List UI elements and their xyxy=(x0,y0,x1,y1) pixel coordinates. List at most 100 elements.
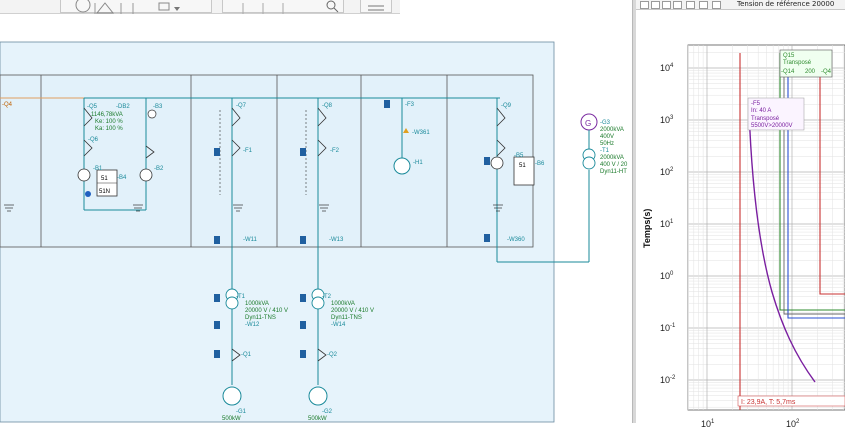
breaker-q5-icon xyxy=(83,107,93,127)
breaker-q2-icon xyxy=(317,348,327,362)
w361-label: -W361 xyxy=(412,130,430,136)
q1-label: -Q1 xyxy=(241,352,252,358)
f5-ratio: 5500V>20000V xyxy=(751,123,793,129)
t2-feeder-coupling: Dyn11-TNS xyxy=(331,315,362,321)
q8-label: -Q8 xyxy=(322,103,333,109)
toolbar-checkbox[interactable] xyxy=(662,1,671,9)
f1-label: -F1 xyxy=(243,148,253,154)
breaker-q1-icon xyxy=(231,348,241,362)
x-tick-label: 101 xyxy=(701,419,715,427)
t2-feeder-label: -T2 xyxy=(322,294,332,300)
y-tick-label: 103 xyxy=(660,115,674,125)
q15-title: Q15 xyxy=(783,53,795,59)
toolbar-checkbox[interactable] xyxy=(686,1,695,9)
toolbar-checkbox[interactable] xyxy=(712,1,721,9)
reference-voltage-label: Tension de référence xyxy=(737,0,810,8)
f2-label: -F2 xyxy=(330,148,340,154)
t1-feeder-label: -T1 xyxy=(236,294,246,300)
power-label: 1146,78kVA xyxy=(91,112,123,118)
q15-annotation-box[interactable] xyxy=(779,49,833,78)
generator-g2-icon[interactable] xyxy=(308,386,328,406)
drawing-tools-group[interactable] xyxy=(60,0,212,14)
f5-transpose: Transposé xyxy=(751,116,780,122)
t1-src-voltage: 400 V / 20 xyxy=(600,162,628,168)
toolbar-checkbox[interactable] xyxy=(640,1,649,9)
earth-icon xyxy=(4,204,14,212)
f5-rating: In: 40 A xyxy=(751,108,771,114)
ke-label: Ke: 100 % xyxy=(95,119,123,125)
earth-icon xyxy=(493,204,503,212)
q15-200: 200 xyxy=(805,69,816,75)
curves-group xyxy=(739,53,845,410)
f3-label: -F3 xyxy=(405,102,415,108)
toolbar-checkbox[interactable] xyxy=(699,1,708,9)
y-tick-label: 104 xyxy=(660,63,674,73)
menu-button[interactable] xyxy=(360,0,392,13)
incomer-section[interactable] xyxy=(77,98,157,212)
b3-label: -B3 xyxy=(153,104,163,110)
switch-b2-icon xyxy=(145,145,155,159)
g3-freq: 50Hz xyxy=(600,141,614,147)
panel-splitter[interactable] xyxy=(632,0,636,423)
menu-icon xyxy=(368,5,384,11)
g2-label: -G2 xyxy=(322,409,333,415)
w14-label: -W14 xyxy=(331,322,346,328)
curve-toolbar: Tension de référence 20000 xyxy=(636,0,845,10)
y-tick-label: 10-1 xyxy=(660,323,676,333)
diagram-canvas[interactable]: -Q4 -Q5 -DB2 1146,78kVA Ke: 100 % Ka: 10 xyxy=(0,14,632,423)
toolbar-checkbox[interactable] xyxy=(651,1,660,9)
y-tick-label: 101 xyxy=(660,219,674,229)
cable-icon xyxy=(300,321,306,329)
t2-feeder-power: 1000kVA xyxy=(331,301,355,307)
cable-icon xyxy=(484,234,490,242)
feeder-section-q8[interactable] xyxy=(300,98,329,406)
series-purple-curve[interactable] xyxy=(748,109,816,383)
toolbar-checkbox[interactable] xyxy=(673,1,682,9)
cable-icon xyxy=(214,294,220,302)
generator-g1-icon[interactable] xyxy=(222,386,242,406)
db2-label: -DB2 xyxy=(116,104,130,110)
cable-icon xyxy=(484,157,490,165)
relay-box-q9[interactable] xyxy=(513,156,535,186)
w12-label: -W12 xyxy=(245,322,260,328)
g3-symbol-icon: G xyxy=(585,119,591,128)
cable-icon xyxy=(214,236,220,244)
drawing-tools-icon xyxy=(75,0,180,14)
y-axis-label: Temps(s) xyxy=(642,209,652,248)
single-line-diagram[interactable]: -Q4 -Q5 -DB2 1146,78kVA Ke: 100 % Ka: 10 xyxy=(0,14,632,423)
motor-section[interactable] xyxy=(384,98,411,175)
cable-icon xyxy=(300,350,306,358)
cable-icon xyxy=(300,294,306,302)
cursor-readout: I: 23,9A, T: 5,7ms xyxy=(741,399,796,406)
relay-51n-label: 51N xyxy=(99,189,110,195)
t2-feeder-voltage: 20000 V / 410 V xyxy=(331,308,374,314)
warning-icon xyxy=(403,128,409,133)
b4-label: -B4 xyxy=(117,175,127,181)
series-green-curve[interactable] xyxy=(779,53,845,311)
q9-label: -Q9 xyxy=(501,103,512,109)
view-tools-group[interactable] xyxy=(222,0,344,14)
outgoing-section[interactable] xyxy=(484,98,590,263)
series-blue-curve[interactable] xyxy=(787,68,845,319)
b6-label: -B6 xyxy=(535,161,545,167)
w360-label: -W360 xyxy=(507,237,525,243)
motor-h1-icon[interactable] xyxy=(393,157,411,175)
reference-voltage-value[interactable]: 20000 xyxy=(812,0,835,8)
t1-feeder-voltage: 20000 V / 410 V xyxy=(245,308,288,314)
cable-icon xyxy=(300,148,306,156)
series-red-curve[interactable] xyxy=(739,53,845,410)
g1-power: 500kW xyxy=(222,416,241,422)
f5-annotation-box[interactable] xyxy=(747,97,805,131)
feeder-section-q7[interactable] xyxy=(214,98,243,406)
cable-icon xyxy=(300,236,306,244)
info-icon[interactable] xyxy=(85,191,91,197)
earth-icon xyxy=(133,204,143,212)
series-reference-curve xyxy=(783,53,845,315)
q7-label: -Q7 xyxy=(236,103,247,109)
t1-src-coupling: Dyn11-HT xyxy=(600,169,627,175)
q5-label: -Q5 xyxy=(87,104,98,110)
cursor-readout-box xyxy=(737,395,845,407)
